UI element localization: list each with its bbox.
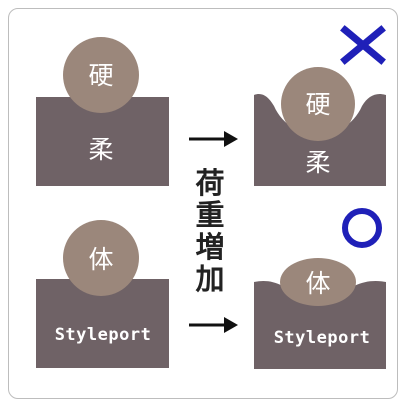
ball-label: 硬: [88, 61, 113, 90]
bottom-left-panel: 体 Styleport: [36, 220, 169, 368]
circle-mark-icon: [342, 208, 382, 248]
bottom-right-panel: 体 Styleport: [254, 208, 386, 369]
load-increase-label: 荷 重 増 加: [195, 166, 224, 296]
block-label: 柔: [305, 148, 330, 177]
bottom-arrow-icon: [189, 317, 238, 333]
top-arrow-icon: [189, 131, 238, 147]
hard-ball: [63, 37, 139, 113]
block-label: 柔: [88, 135, 113, 164]
label-char: 重: [195, 198, 224, 232]
block-label: Styleport: [55, 325, 152, 345]
top-right-panel: 硬 柔: [254, 25, 386, 186]
hard-ball: [281, 67, 355, 141]
ball: [63, 220, 139, 296]
label-char: 増: [195, 230, 224, 264]
label-char: 荷: [195, 166, 224, 200]
x-mark-icon: [340, 25, 386, 65]
top-left-panel: 硬 柔: [36, 37, 169, 186]
ball-label: 体: [88, 245, 113, 274]
ball: [280, 258, 356, 306]
label-char: 加: [195, 262, 224, 296]
block-label: Styleport: [274, 328, 371, 348]
ball-label: 硬: [305, 90, 330, 119]
ball-label: 体: [305, 269, 330, 298]
styleport-block-slight-deform: [254, 280, 386, 369]
